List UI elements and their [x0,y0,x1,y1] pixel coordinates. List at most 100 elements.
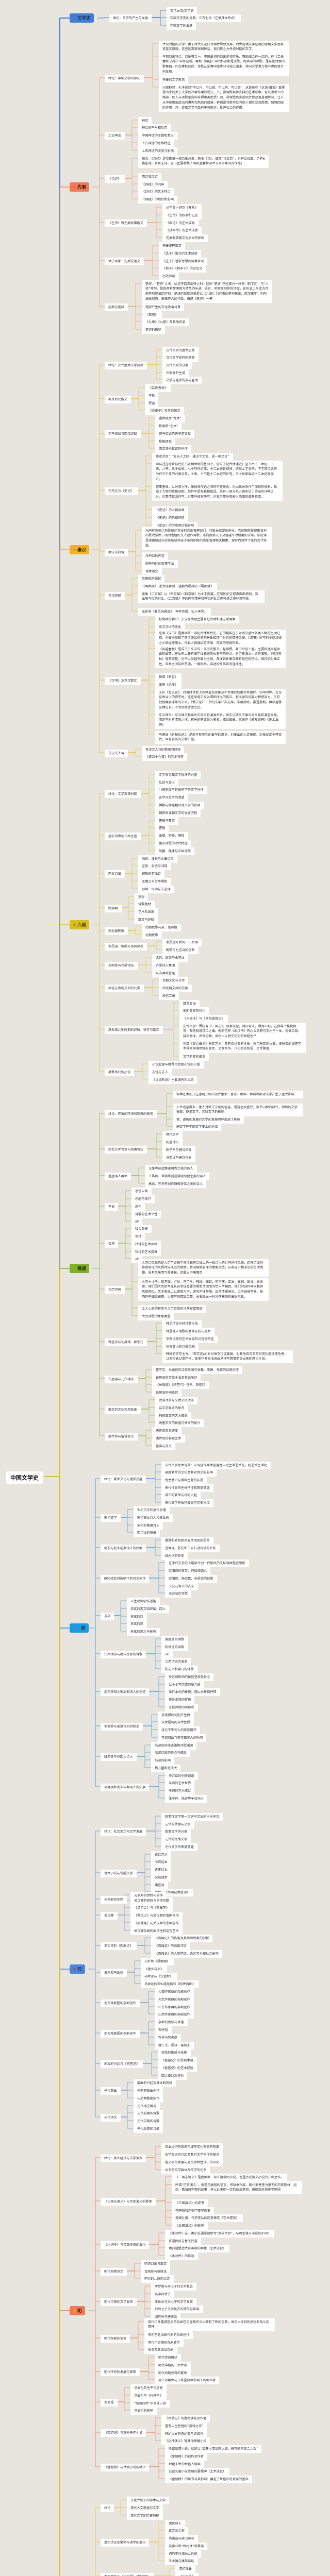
subtopic-node[interactable]: 波澜壮阔、气势恢弘的历史画卷（艺术成就） [172,2214,243,2222]
topic-node[interactable]: 韩孟派与刘禹锡、柳宗元 [105,1338,147,1346]
subtopic-node[interactable]: 俗讲与变文 [152,1443,175,1450]
subtopic-node[interactable]: 《单刀会》与《西蜀梦》 [130,1904,173,1912]
subtopic-node[interactable]: 南朝民歌与吴、楚风情 [142,924,181,931]
topic-node[interactable]: 上古神话 [105,132,125,140]
subtopic-node[interactable]: 韩孟等人诗歌的意象与技巧创新 [162,1328,214,1335]
subtopic-node[interactable]: 思想人格 [131,1188,152,1195]
subtopic-node[interactable]: 在理想和迷惘中重塑历史 [172,2207,214,2215]
subtopic-node[interactable]: 关汉卿的思想与创作旨趣 [130,1897,173,1905]
subtopic-node[interactable]: 《荀子》《韩非子》的议论文 [159,265,206,273]
subtopic-node[interactable]: 陆游的影响 [151,1757,174,1765]
topic-node[interactable]: 大历诗风 [105,1286,125,1294]
subtopic-node[interactable]: “临川四梦”中另外三部 [130,2400,170,2408]
subtopic-node[interactable]: 汤显祖与《牡丹亭》 [130,2392,167,2400]
subtopic-node[interactable]: 小说话本 [151,1858,171,1866]
subtopic-node[interactable]: 汉代文学的基本态势 [162,347,199,354]
subtopic-node[interactable]: 建安诗歌的时代特征 [155,840,191,848]
subtopic-node[interactable]: 乐府在哀帝之前是朝廷常设的音乐管理部门，行政长官是乐府令，它的职能是搜集各地的歌… [142,527,272,550]
topic-node[interactable]: 苏轼 [101,1613,114,1620]
topic-node[interactable]: 南北朝民歌 [105,927,128,935]
subtopic-node[interactable]: 楚辞的影响 [142,326,165,334]
subtopic-node[interactable]: 桓谭《新论》 [155,673,182,681]
subtopic-node[interactable]: 用诗和传诗 [138,173,161,181]
topic-node[interactable]: 明代杂剧的流变 [101,2335,130,2343]
branch-wenxueshi[interactable]: ☆文学史 [70,13,94,23]
topic-node[interactable]: 秦及西汉散文 [105,396,131,403]
topic-node[interactable]: 《水浒传》与英雄传奇的演化 [101,2241,150,2249]
subtopic-node[interactable]: 明代中后期的杂剧转型 [144,2339,184,2347]
subtopic-node[interactable]: 王充《论衡》 [155,681,182,689]
subtopic-node[interactable]: 《吴越春秋》是成书于东汉的一部历史散文，赵晔撰。其书今存十卷，主要叙述吴越争霸的… [155,646,286,669]
topic-node[interactable]: 庾信与南朝文风的北渐 [105,985,144,992]
subtopic-node[interactable]: 宋代文学总体背景：宋词创作群体普遍性—把生活艺术化，把艺术生活化 [161,1462,271,1469]
topic-node[interactable]: 散文的文体文风改革 [105,1406,141,1414]
subtopic-node[interactable]: 李梦阳与前七子的文学复古 [151,2283,197,2291]
subtopic-node[interactable]: 《古诗十九首》的艺术特征 [142,753,188,761]
topic-node[interactable]: 绪论：商业经济与文学演变 [101,2155,146,2162]
topic-node[interactable]: 绪论 [101,2504,114,2512]
subtopic-node[interactable]: 南朝美文的衍化 [179,1007,209,1015]
subtopic-node[interactable]: 汤显祖的影响 [130,2407,157,2415]
subtopic-node[interactable]: 王安石的诗歌 [165,1590,192,1598]
subtopic-node[interactable]: 律诗 [131,1233,145,1241]
subtopic-node[interactable]: 张元干等词人的现实情怀 [158,1726,201,1734]
subtopic-node[interactable]: 明初诗歌与散文 [141,2260,171,2268]
subtopic-node[interactable]: 沈约、谢朓与永明体 [152,954,188,962]
subtopic-node[interactable]: 清初戏曲 [175,2565,195,2573]
subtopic-node[interactable]: 《孟子》散文的艺术成就 [159,250,202,258]
subtopic-node[interactable]: 山西作家群的杂剧创作 [155,2011,194,2019]
subtopic-node[interactable]: 《九章》《九歌》及其他作品 [142,318,189,326]
subtopic-node[interactable]: 元代的抒情文学 [161,1836,191,1843]
subtopic-node[interactable]: 当行本色的秦观；借山水景物抒情 [165,1688,220,1696]
subtopic-node[interactable]: 修史宗旨：“究天人之际、通古今之变、成一家之言” [152,453,233,461]
subtopic-node[interactable]: 宋初的晚唐诗人 [134,1522,163,1530]
subtopic-node[interactable]: 清代人文思潮与文学 [127,2504,163,2512]
subtopic-node[interactable]: 士人心态的转变与大历诗歌的冷落寂寞情调 [138,1305,206,1313]
topic-node[interactable]: 屈原与楚辞 [105,303,128,311]
subtopic-node[interactable]: 四大南戏及其他 [158,2072,188,2080]
subtopic-node[interactable]: 散文与辞赋 [135,916,158,924]
subtopic-node[interactable]: 诗歌题材 [135,901,155,908]
topic-node[interactable]: 绪论：文学变革时期 [105,790,141,798]
subtopic-node[interactable]: 范仲淹、张先和王安石对词境的开拓 [161,1545,220,1552]
branch-song[interactable]: 宋 [70,1623,89,1633]
subtopic-node[interactable]: 说经话本 [151,1874,171,1882]
subtopic-node[interactable]: 陈子昂与唐诗风骨 [162,1146,195,1154]
subtopic-node[interactable]: 《金瓶梅》的创作及作者 [165,2453,208,2461]
topic-node[interactable]: 白朴和马致远 [101,1969,127,1977]
subtopic-node[interactable]: 苏轼的古文和辞赋、四六 [127,1605,170,1613]
subtopic-node[interactable]: 杨雄四赋 [155,438,175,446]
subtopic-node[interactable]: 张若虚与唐诗兴象 [162,1154,195,1162]
subtopic-node[interactable]: 乐府诗的内容 [142,552,169,560]
subtopic-node[interactable]: 魏晋南北朝文学的发展历程 [155,809,201,817]
subtopic-node[interactable]: 苏轼的意义与影响 [127,1628,160,1636]
subtopic-node[interactable]: 元代后期的诗歌 [134,2125,163,2133]
topic-node[interactable]: 盛唐诗人群体 [105,1173,131,1180]
topic-node[interactable]: 元代散曲 [101,2087,121,2095]
subtopic-node[interactable]: 黄庭坚的诗歌 [161,1636,188,1643]
subtopic-node[interactable]: 先秦叙事散文对后世的影响 [162,234,208,242]
subtopic-node[interactable]: 李贺诗歌的艺术表现的与怪奇特征 [162,1335,218,1343]
subtopic-node[interactable]: 《诗经》的地位和影响 [138,196,177,204]
subtopic-node[interactable]: 鲍照与七言诗的创新 [162,946,199,954]
topic-node[interactable]: 汤显祖 [101,2399,118,2406]
subtopic-node[interactable]: 清代文学的历史特征 [127,2512,163,2520]
subtopic-node[interactable]: 门阀制度与其影响下的文学创作 [155,786,207,794]
subtopic-node[interactable]: 大历诗风指的是大历至贞元年间活跃在诗坛上的一批诗人的共同创作风貌。这使诗歌创作由… [138,1259,269,1277]
subtopic-node[interactable]: 史传文学：晋陈寿《三国志》，叙事议论，简间有法，质而不野，在修辞上排比振荡，却无… [179,1023,306,1041]
topic-node[interactable]: 《三国志演义》与历史演义的繁荣 [101,2198,156,2206]
topic-node[interactable]: 司马迁与《史记》 [105,487,138,495]
subtopic-node[interactable]: 苏轼的诗 [127,1613,147,1621]
topic-node[interactable]: 唐传奇与俗讲变文 [105,1433,138,1440]
subtopic-node[interactable]: 王昌龄、崔颢等创造清刚劲健之美的诗人 [145,1173,210,1180]
subtopic-node[interactable]: 欧阳修的古文、辞赋和四六 [165,1567,211,1575]
subtopic-node[interactable]: 文学与经学的双向互动 [162,377,202,384]
subtopic-node[interactable]: 白居易的诗歌主张及其讽喻诗 [152,1374,201,1382]
subtopic-node[interactable]: 曹植 [155,824,169,832]
subtopic-node[interactable]: 玄学对文学的渗透 [155,794,188,802]
subtopic-node[interactable]: 宋初白体诗人和王禹偁 [134,1514,173,1522]
subtopic-node[interactable]: 神话的产生和功用 [138,124,171,132]
topic-node[interactable]: 欧阳修及其影响下的诗文创作 [101,1575,150,1583]
subtopic-node[interactable]: 明代传奇概述 [155,2354,182,2362]
subtopic-node[interactable]: 《长生殿》 [175,2573,199,2576]
